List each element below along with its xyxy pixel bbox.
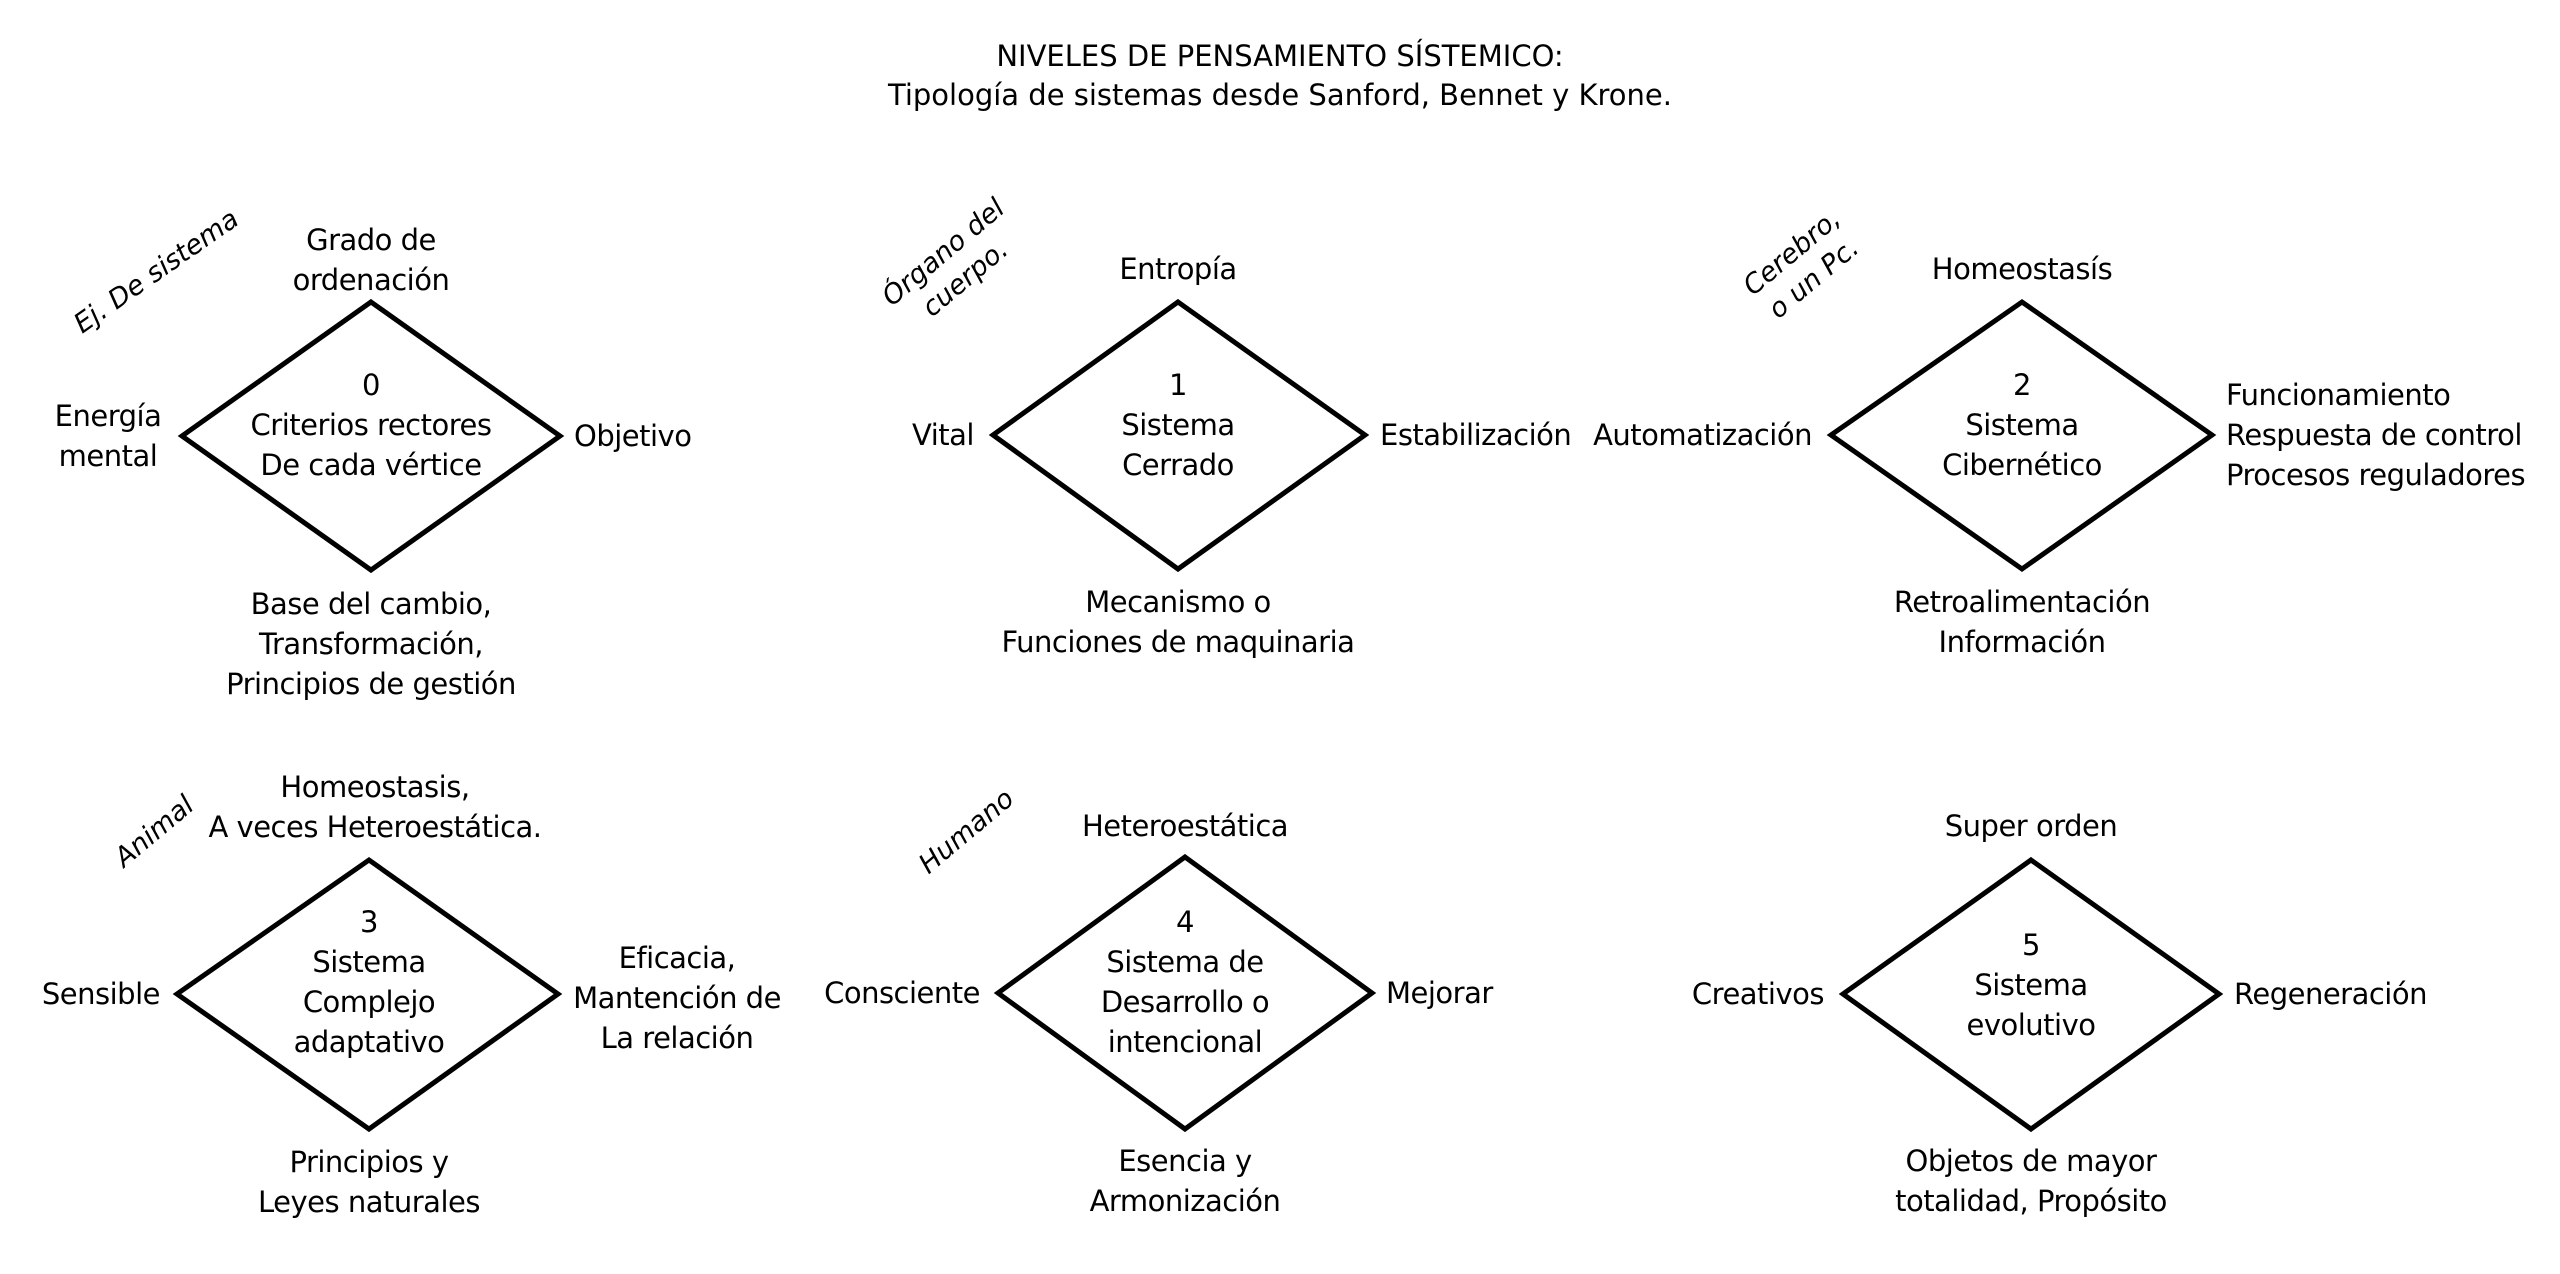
diamond-center-5: 5 Sistema evolutivo bbox=[1966, 928, 2096, 1042]
vertex-left-3: Sensible bbox=[41, 977, 161, 1011]
vertex-right-1: Estabilización bbox=[1380, 418, 1572, 452]
vertex-bottom-5: Objetos de mayor totalidad, Propósito bbox=[1895, 1144, 2167, 1218]
diamond-center-1: 1 Sistema Cerrado bbox=[1121, 368, 1235, 482]
vertex-bottom-4: Esencia y Armonización bbox=[1089, 1144, 1281, 1218]
vertex-right-3: Eficacia, Mantención de La relación bbox=[573, 941, 781, 1055]
vertex-top-0: Grado de ordenación bbox=[292, 223, 450, 297]
vertex-left-0: Energía mental bbox=[54, 399, 162, 473]
diamond-center-2: 2 Sistema Cibernético bbox=[1942, 368, 2102, 482]
vertex-top-1: Entropía bbox=[1119, 252, 1237, 286]
diamond-center-3: 3 Sistema Complejo adaptativo bbox=[293, 905, 445, 1059]
diamond-2 bbox=[1826, 298, 2217, 573]
vertex-right-5: Regeneración bbox=[2234, 977, 2427, 1011]
vertex-top-3: Homeostasis, A veces Heteroestática. bbox=[208, 770, 542, 844]
vertex-right-4: Mejorar bbox=[1386, 976, 1493, 1010]
vertex-top-5: Super orden bbox=[1944, 809, 2118, 843]
vertex-top-4: Heteroestática bbox=[1081, 809, 1289, 843]
title-line-2: Tipología de sistemas desde Sanford, Ben… bbox=[888, 78, 1672, 112]
diamond-center-0: 0 Criterios rectores De cada vértice bbox=[250, 368, 492, 482]
diamond-center-4: 4 Sistema de Desarrollo o intencional bbox=[1100, 905, 1270, 1059]
vertex-left-5: Creativos bbox=[1691, 977, 1825, 1011]
vertex-right-2: Funcionamiento Respuesta de control Proc… bbox=[2226, 378, 2526, 492]
diamond-0 bbox=[177, 298, 565, 574]
vertex-bottom-1: Mecanismo o Funciones de maquinaria bbox=[1001, 585, 1355, 659]
diamond-3 bbox=[172, 856, 563, 1133]
diamond-1 bbox=[988, 298, 1370, 573]
vertex-left-2: Automatización bbox=[1593, 418, 1812, 452]
vertex-top-2: Homeostasís bbox=[1931, 252, 2113, 286]
title-line-1: NIVELES DE PENSAMIENTO SÍSTEMICO: bbox=[996, 39, 1564, 73]
vertex-bottom-0: Base del cambio, Transformación, Princip… bbox=[226, 587, 516, 701]
vertex-bottom-2: Retroalimentación Información bbox=[1893, 585, 2151, 659]
diamond-4 bbox=[993, 853, 1377, 1133]
vertex-right-0: Objetivo bbox=[574, 419, 692, 453]
diamond-5 bbox=[1838, 856, 2224, 1133]
vertex-bottom-3: Principios y Leyes naturales bbox=[258, 1145, 480, 1219]
vertex-left-1: Vital bbox=[912, 418, 974, 452]
vertex-left-4: Consciente bbox=[824, 976, 980, 1010]
